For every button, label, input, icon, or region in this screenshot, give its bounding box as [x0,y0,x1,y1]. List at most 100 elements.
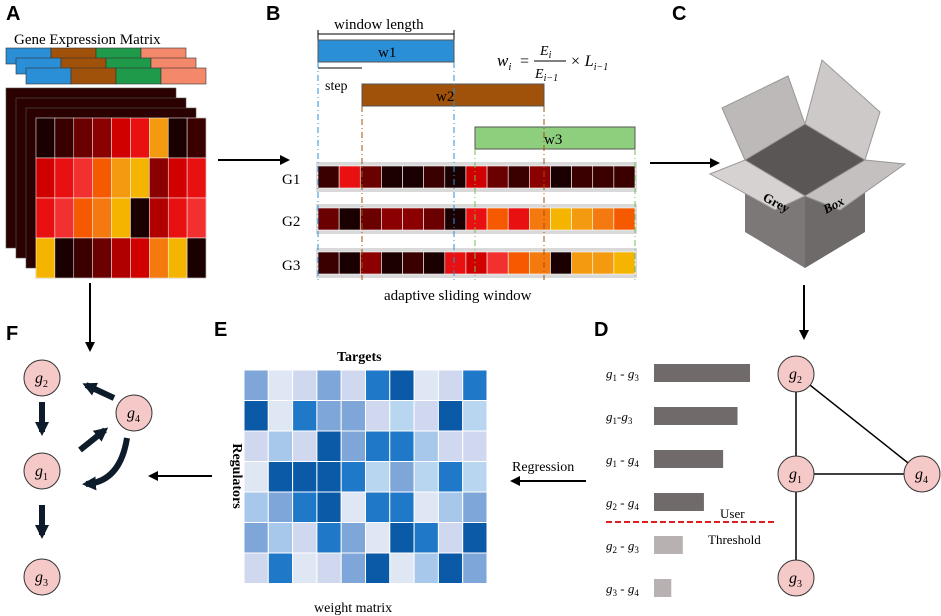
matrix-cell [167,237,188,279]
gene-row-1-cell [402,165,424,189]
gene-row-3-cell [592,251,615,275]
panel-letter-f: F [6,323,18,345]
matrix-cell [149,117,169,159]
weight-matrix-cell [292,369,318,401]
panel-a-title: Gene Expression Matrix [14,32,161,48]
gene-node [23,558,61,596]
weight-matrix-cell [243,522,269,554]
edge-score-bar [654,579,672,597]
weight-matrix-cell [462,552,488,584]
weight-matrix-grid [243,369,488,584]
matrix-cell [35,157,56,199]
gene-row-1-cell [592,165,615,189]
gene-row-1-cell [613,165,636,189]
weight-matrix-cell [316,522,342,554]
weight-matrix-cell [292,430,318,462]
edge-pair-label: g1 - g3 [606,366,639,383]
gene-row-1-cell [550,165,572,189]
gene-label-g1: G1 [282,172,300,188]
box-back-left-flap [721,75,806,161]
window-size-formula: wi = Ei Ei−1 × Li−1 [497,44,608,84]
window-w3-bar [474,126,636,150]
weight-matrix-cell [243,552,269,584]
gene-row-3-cell [381,251,403,275]
weight-matrix-cell [462,430,488,462]
matrix-layers [5,47,207,279]
weight-matrix-cell [365,400,391,432]
step-label: step [325,79,348,94]
gene-row-2-cell [613,207,636,231]
gene-row-1-cell [571,165,594,189]
weight-matrix-cell [292,552,318,584]
gene-row-1-cell [465,165,488,189]
gene-label-g3: G3 [282,258,300,274]
matrix-cell [167,117,188,159]
weight-matrix-cell [413,552,439,584]
formula-num: E [539,44,549,59]
gene-row-2-cell [529,207,551,231]
formula-den-sub: i−1 [544,73,559,84]
svg-text:Ei−1: Ei−1 [534,67,558,84]
weight-matrix-cell [389,491,415,523]
panel-letter-d: D [594,319,608,341]
weight-matrix-cell [437,522,464,554]
weight-matrix-cell [340,430,367,462]
edge-score-bar [654,407,738,425]
weight-matrix-cell [413,461,439,493]
weight-matrix-cell [389,461,415,493]
weight-matrix-cell [340,369,367,401]
formula-rhs: × L [570,53,594,70]
gene-node-label: g3 [35,569,48,589]
adaptive-sliding-window-panel: window length w1 step w2 w3 wi = Ei Ei−1… [282,17,637,304]
matrix-cell [35,117,56,159]
threshold-label: Threshold [708,532,761,547]
gene-row-1-cell [381,165,403,189]
window-w2-bar [361,83,545,107]
gene-node-label: g4 [915,466,928,486]
gene-row-3-cell [571,251,594,275]
gene-node [777,455,815,493]
matrix-cell [54,197,75,239]
gene-node-label: g1 [789,466,802,486]
weight-matrix-cell [437,430,464,462]
matrix-cell [92,237,112,279]
weight-matrix-cell [389,400,415,432]
gene-row-2-cell [465,207,488,231]
gene-node [903,455,941,493]
gene-node-label: g2 [35,370,48,390]
gene-row-2-cell [317,207,340,231]
window-length-label: window length [334,17,424,33]
gene-node-label: g1 [35,463,48,483]
gene-row-2-cell [571,207,594,231]
gene-row-2-cell [423,207,446,231]
weight-matrix-cell [365,369,391,401]
weight-matrix-cell [413,400,439,432]
weight-matrix-cell [267,369,294,401]
gene-row-2-cell [381,207,403,231]
weight-matrix-cell [413,430,439,462]
gene-row-3-cell [338,251,361,275]
gene-row-3-cell [465,251,488,275]
edge-g2-g4 [795,373,923,475]
weight-matrix-cell [437,552,464,584]
svg-text:× Li−1: × Li−1 [570,53,608,73]
panel-letter-c: C [672,3,686,25]
weight-matrix-cell [365,461,391,493]
formula-lhs: w [497,51,509,70]
formula-num-sub: i [549,50,552,61]
matrix-cell [149,157,169,199]
weight-matrix-cell [462,369,488,401]
gene-node [23,452,61,490]
matrix-cell [54,237,75,279]
gene-row-1-cell [338,165,361,189]
weight-matrix-cell [340,522,367,554]
matrix-cell [111,117,131,159]
edge-pair-label: g2 - g3 [606,538,639,555]
weight-matrix-cell [413,369,439,401]
edge-score-bar [654,536,683,554]
gene-row-3-cell [486,251,509,275]
matrix-header-cell [25,67,72,85]
matrix-cell [186,117,207,159]
weight-matrix-cell [462,522,488,554]
